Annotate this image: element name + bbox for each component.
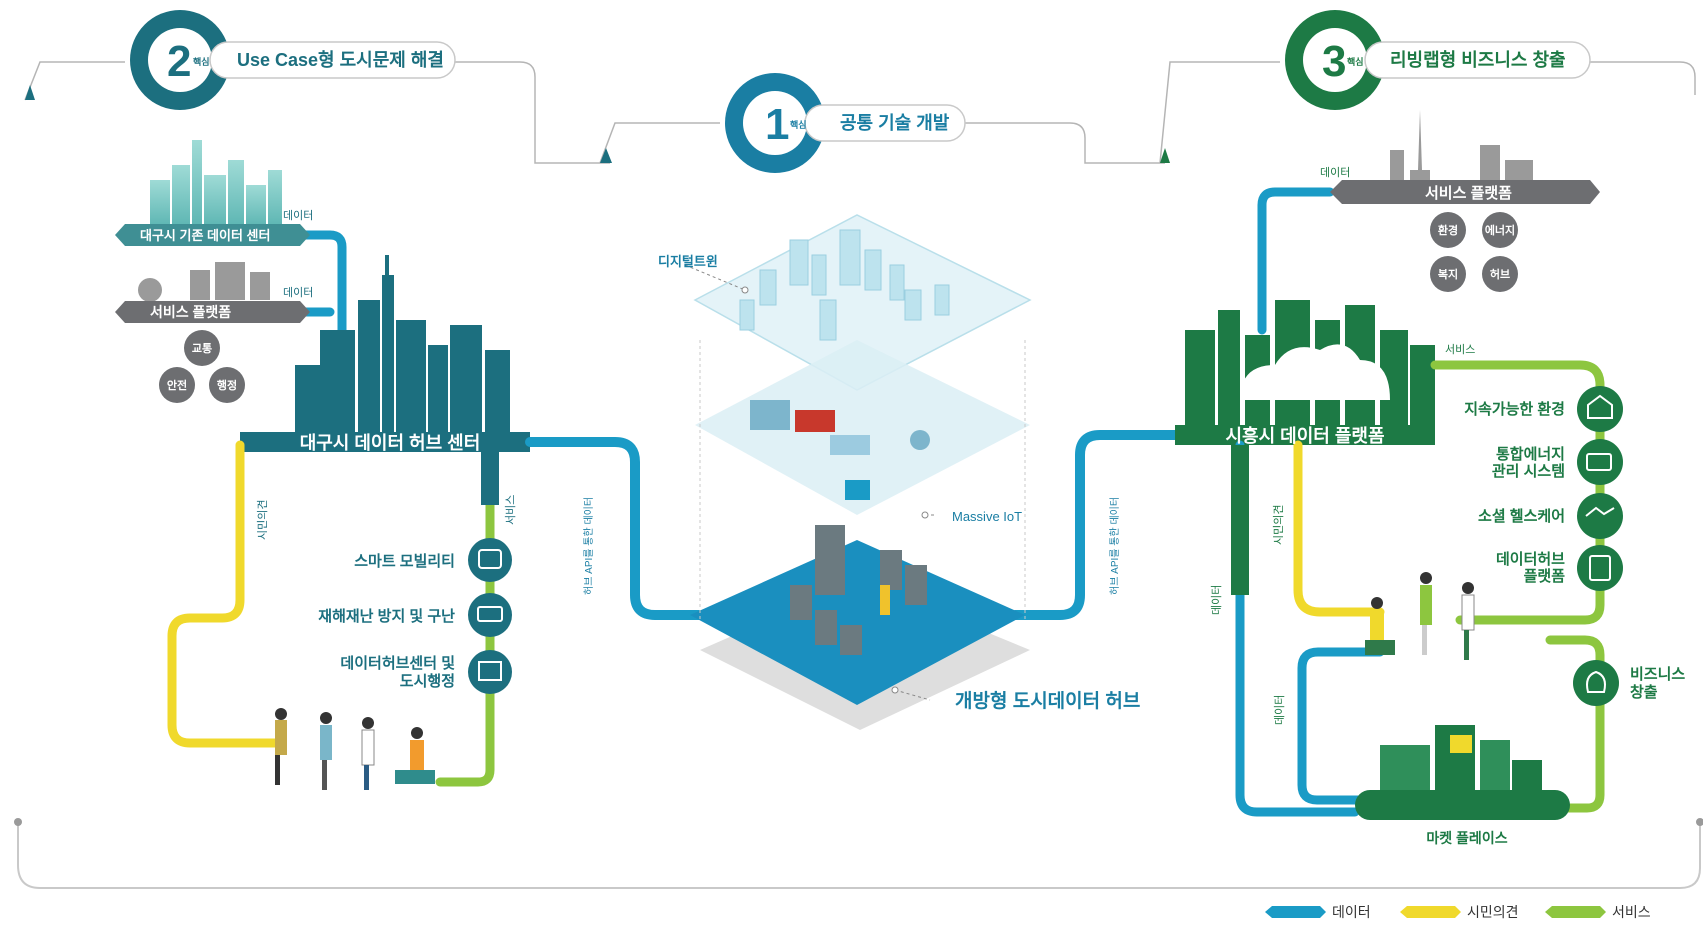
right-domain-environment: 환경	[1438, 223, 1458, 237]
right-service-dataplatform-2: 플랫폼	[1524, 568, 1566, 585]
eco-home-icon	[1587, 394, 1613, 419]
core3-number: 3	[1322, 37, 1346, 86]
left-data-label-1: 데이터	[283, 209, 313, 222]
right-service-environment: 지속가능한 환경	[1464, 400, 1565, 418]
open-hub-label: 개방형 도시데이터 허브	[955, 690, 1140, 712]
right-business-label-1: 비즈니스	[1630, 666, 1685, 683]
building-admin-icon	[478, 661, 502, 681]
outer-frame	[17, 822, 1701, 889]
legend-data-label: 데이터	[1332, 904, 1371, 920]
left-citizen-pipe	[167, 440, 285, 748]
left-service-platform-pill	[115, 301, 310, 323]
left-service-platform-label: 서비스 플랫폼	[150, 304, 231, 320]
right-data-inner-label: 데이터	[1273, 695, 1286, 725]
right-hub-api-label: 허브 API를 통한 데이터	[1109, 497, 1121, 595]
right-service-platform-pill	[1330, 180, 1600, 204]
left-service-platform-illustration	[138, 262, 270, 302]
legend-citizen-label: 시민의견	[1467, 904, 1519, 920]
handshake-icon	[1585, 506, 1615, 517]
rescue-truck-icon	[477, 606, 503, 622]
left-domain-circles	[159, 330, 245, 403]
left-hub-center-label: 대구시 데이터 허브 센터	[300, 433, 481, 453]
left-service-datahub-admin-1: 데이터허브센터 및	[340, 654, 455, 672]
left-domain-traffic: 교통	[192, 342, 212, 355]
left-data-label-2: 데이터	[283, 286, 313, 299]
core2-badge	[130, 10, 456, 110]
core2-tag: 핵심	[193, 56, 210, 67]
right-data-outer-pipe	[1235, 440, 1360, 817]
right-data-left-label: 데이터	[1210, 585, 1223, 615]
center-to-right-data-pipe	[1010, 430, 1185, 620]
right-data-top-pipe	[1257, 187, 1335, 335]
massive-iot-label: Massive IoT	[952, 509, 1022, 524]
top-connector-center	[599, 122, 1165, 164]
right-domain-energy: 에너지	[1485, 223, 1515, 237]
core2-number: 2	[167, 37, 191, 86]
marketplace-illustration	[1355, 725, 1570, 820]
left-service-mobility: 스마트 모빌리티	[354, 553, 455, 570]
left-domain-admin: 행정	[217, 378, 237, 392]
left-existing-city-skyline	[150, 140, 282, 225]
core2-title: Use Case형 도시문제 해결	[237, 50, 444, 70]
right-business-label-2: 창출	[1630, 684, 1658, 701]
left-citizens-illustration	[275, 708, 435, 790]
left-service-datahub-admin-2: 도시행정	[400, 672, 455, 690]
legend-swatches	[1265, 906, 1606, 918]
open-hub-layer	[690, 525, 1030, 730]
core3-title: 리빙랩형 비즈니스 창출	[1390, 50, 1566, 70]
right-citizens-illustration	[1365, 572, 1475, 660]
left-existing-center-label: 대구시 기존 데이터 센터	[140, 228, 270, 243]
left-hub-api-label: 허브 API를 통한 데이터	[583, 497, 595, 595]
right-hub-center-label: 시흥시 데이터 플랫폼	[1225, 425, 1384, 446]
right-domain-hub: 허브	[1490, 267, 1510, 281]
right-citizen-label: 시민의견	[1272, 505, 1285, 545]
left-service-disaster: 재해재난 방지 및 구난	[318, 607, 455, 625]
right-service-energy-2: 관리 시스템	[1492, 462, 1565, 480]
right-service-platform-label: 서비스 플랫폼	[1425, 185, 1512, 202]
clipboard-icon	[1589, 555, 1611, 581]
left-domain-safety: 안전	[167, 378, 187, 392]
top-connector-right	[1159, 61, 1696, 164]
legend-service-label: 서비스	[1612, 904, 1651, 920]
right-service-healthcare: 소셜 헬스케어	[1478, 508, 1565, 525]
left-to-center-data-pipe	[525, 437, 705, 620]
right-hub-bar	[1175, 425, 1435, 445]
marketplace-label: 마켓 플레이스	[1426, 830, 1507, 846]
left-service-label: 서비스	[504, 495, 517, 525]
right-service-label: 서비스	[1445, 343, 1475, 356]
left-hub-skyline	[295, 255, 510, 435]
left-existing-center-pill	[115, 224, 310, 246]
left-service-pipe	[435, 445, 495, 787]
right-data-top-label: 데이터	[1320, 166, 1350, 179]
left-citizen-label: 시민의견	[256, 500, 269, 540]
battery-icon	[1586, 453, 1612, 471]
core3-tag: 핵심	[1347, 56, 1364, 67]
open-hub-pointer	[894, 689, 931, 701]
right-data-inner-pipe	[1297, 647, 1385, 805]
right-hub-skyline	[1185, 300, 1435, 425]
core1-tag: 핵심	[790, 119, 807, 130]
digital-twin-label: 디지털트윈	[658, 254, 718, 269]
digital-twin-layer	[693, 214, 1032, 391]
left-hub-bar	[240, 432, 530, 452]
core1-number: 1	[765, 100, 789, 149]
right-service-dataplatform-1: 데이터허브	[1496, 551, 1565, 568]
core1-title: 공통 기술 개발	[840, 113, 950, 133]
right-citizen-pipe	[1293, 440, 1385, 617]
left-service-icons	[468, 538, 512, 694]
right-domain-circles	[1430, 212, 1518, 292]
right-domain-welfare: 복지	[1438, 267, 1458, 281]
bus-icon	[478, 549, 502, 569]
digital-twin-pointer	[684, 264, 746, 291]
money-bag-icon	[1586, 670, 1606, 693]
core3-badge	[1285, 10, 1591, 110]
right-service-energy-1: 통합에너지	[1496, 446, 1565, 463]
right-service-icons	[1573, 386, 1623, 706]
core1-badge	[725, 73, 966, 173]
massive-iot-layer	[695, 340, 1030, 515]
